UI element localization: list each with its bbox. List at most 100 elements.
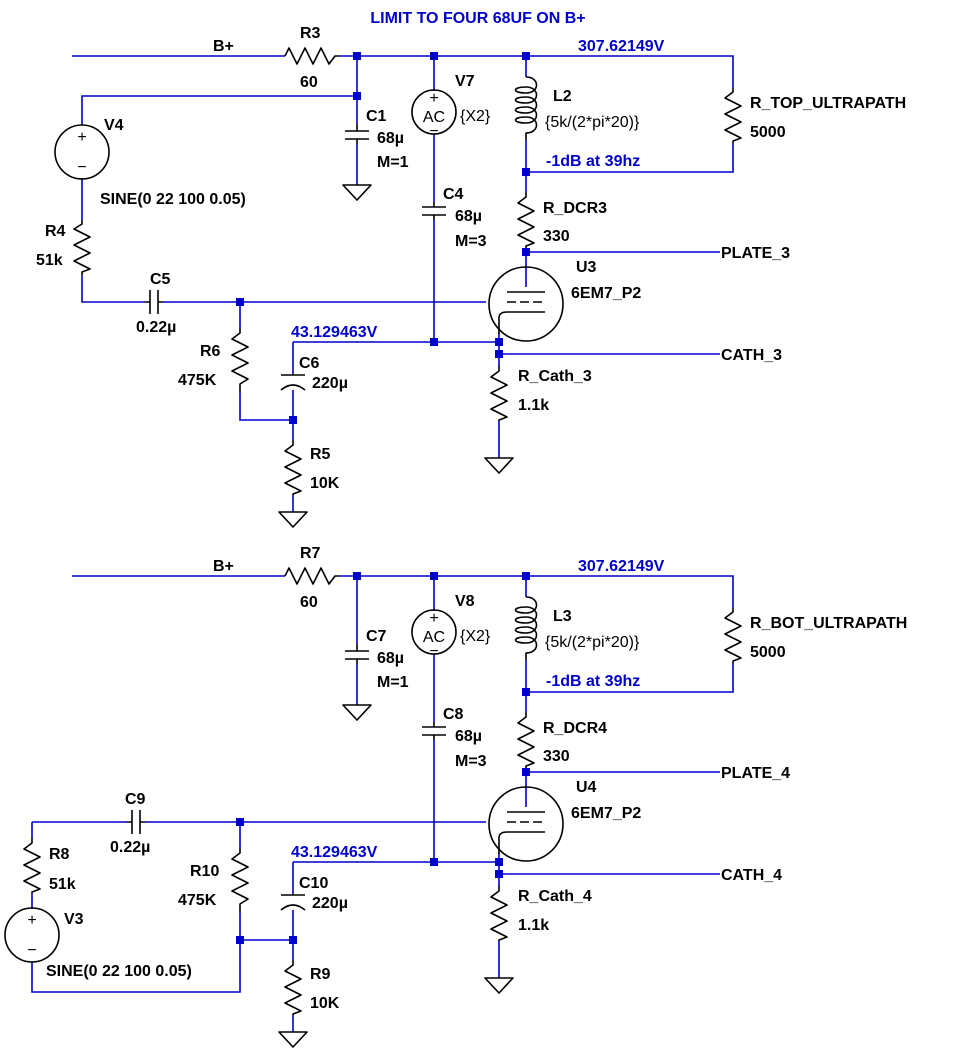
- cath-label: CATH_4: [721, 867, 782, 884]
- c-filter-value: 68µ: [377, 130, 404, 147]
- r-supply-name: R3: [300, 25, 321, 42]
- source-V7: + AC −: [411, 89, 457, 140]
- components-bottom: + AC − + −: [4, 567, 742, 1048]
- c-filter-name: C7: [366, 628, 387, 645]
- v-ac-name: V7: [455, 73, 475, 90]
- c-filter-value: 68µ: [377, 650, 404, 667]
- svg-text:+: +: [429, 610, 438, 627]
- c-grid-value: 220µ: [312, 375, 348, 392]
- labels-bottom: B+ R7 60 307.62149V C7 68µ M=1 V8 {X2} L…: [46, 545, 907, 1012]
- tube-name: U3: [576, 259, 597, 276]
- c-couple-name: C5: [150, 271, 171, 288]
- r-source-name: R8: [49, 846, 70, 863]
- c-couple-name: C9: [125, 791, 146, 808]
- svg-text:+: +: [429, 90, 438, 107]
- r-cath-value: 1.1k: [518, 917, 549, 934]
- c-filter-name: C1: [366, 108, 387, 125]
- c-bypass-mult: M=3: [455, 753, 487, 770]
- r-supply-value: 60: [300, 594, 318, 611]
- svg-text:−: −: [77, 159, 86, 176]
- source-V8: + AC −: [411, 609, 457, 660]
- resistor-R5: [284, 440, 302, 495]
- c-filter-mult: M=1: [377, 674, 409, 691]
- source-V3: + −: [4, 907, 60, 963]
- v-ac-value: {X2}: [460, 628, 491, 645]
- tube-type: 6EM7_P2: [571, 285, 641, 302]
- r-bottom-value: 10K: [310, 475, 340, 492]
- c-couple-value: 0.22µ: [110, 839, 150, 856]
- capacitor-C7: [345, 644, 369, 664]
- c-couple-value: 0.22µ: [136, 319, 176, 336]
- bplus-label: B+: [213, 38, 234, 55]
- r-supply-name: R7: [300, 545, 321, 562]
- resistor-R4: [73, 220, 91, 275]
- plate-label: PLATE_4: [721, 765, 790, 782]
- components-top: + − + AC −: [54, 47, 742, 528]
- svg-text:AC: AC: [423, 109, 445, 126]
- inductor-L3: [514, 596, 538, 660]
- r-ultrapath-name: R_BOT_ULTRAPATH: [750, 615, 907, 632]
- junction-dots-bottom: [236, 572, 530, 944]
- r-supply-value: 60: [300, 74, 318, 91]
- r-bottom-name: R5: [310, 446, 331, 463]
- r-source-value: 51k: [36, 252, 63, 269]
- svg-text:−: −: [429, 643, 438, 660]
- svg-text:−: −: [27, 942, 36, 959]
- wires-top: [72, 55, 734, 512]
- r-cath-name: R_Cath_4: [518, 888, 592, 905]
- svg-text:AC: AC: [423, 629, 445, 646]
- resistor-R_Cath_4: [490, 886, 508, 941]
- r-dcr-value: 330: [543, 748, 570, 765]
- r-cath-name: R_Cath_3: [518, 368, 592, 385]
- r-grid-name: R10: [190, 863, 219, 880]
- r-source-name: R4: [45, 223, 66, 240]
- c-grid-name: C6: [299, 355, 320, 372]
- r-dcr-value: 330: [543, 228, 570, 245]
- capacitor-C5: [145, 290, 163, 314]
- c-bypass-name: C4: [443, 186, 464, 203]
- inductor-L2: [514, 76, 538, 140]
- capacitor-C1: [345, 124, 369, 144]
- inductor-name: L3: [553, 608, 572, 625]
- capacitor-C6: [280, 374, 306, 391]
- resistor-R6: [231, 328, 249, 392]
- resistor-R10: [231, 848, 249, 912]
- cathode-voltage: 43.129463V: [291, 324, 378, 341]
- resistor-R_Cath_3: [490, 366, 508, 421]
- note: -1dB at 39hz: [546, 153, 640, 170]
- ground-symbol: [278, 511, 308, 528]
- tube-name: U4: [576, 779, 597, 796]
- inductor-name: L2: [553, 88, 572, 105]
- r-bottom-name: R9: [310, 966, 331, 983]
- source-name: V4: [104, 117, 124, 134]
- capacitor-C4: [422, 202, 446, 220]
- cathode-voltage: 43.129463V: [291, 844, 378, 861]
- tube-type: 6EM7_P2: [571, 805, 641, 822]
- c-filter-mult: M=1: [377, 154, 409, 171]
- resistor-R3: [284, 47, 339, 65]
- tube-U4: [488, 786, 564, 862]
- source-name: V3: [64, 911, 84, 928]
- c-bypass-mult: M=3: [455, 233, 487, 250]
- r-grid-name: R6: [200, 343, 221, 360]
- r-ultrapath-name: R_TOP_ULTRAPATH: [750, 95, 906, 112]
- ground-symbol: [342, 704, 372, 721]
- resistor-R_TOP_ULTRAPATH: [724, 88, 742, 143]
- resistor-R_BOT_ULTRAPATH: [724, 608, 742, 663]
- r-source-value: 51k: [49, 876, 76, 893]
- r-grid-value: 475K: [178, 372, 217, 389]
- svg-text:+: +: [77, 129, 86, 146]
- ground-symbol: [342, 184, 372, 201]
- c-bypass-value: 68µ: [455, 728, 482, 745]
- junction-dots-top: [236, 52, 530, 424]
- resistor-R7: [284, 567, 339, 585]
- resistor-R8: [23, 838, 41, 893]
- r-cath-value: 1.1k: [518, 397, 549, 414]
- v-ac-name: V8: [455, 593, 475, 610]
- source-value: SINE(0 22 100 0.05): [46, 963, 192, 980]
- source-V4: + −: [54, 124, 110, 180]
- inductor-value: {5k/(2*pi*20)}: [545, 114, 640, 131]
- tube-U3: [488, 266, 564, 342]
- r-ultrapath-value: 5000: [750, 644, 786, 661]
